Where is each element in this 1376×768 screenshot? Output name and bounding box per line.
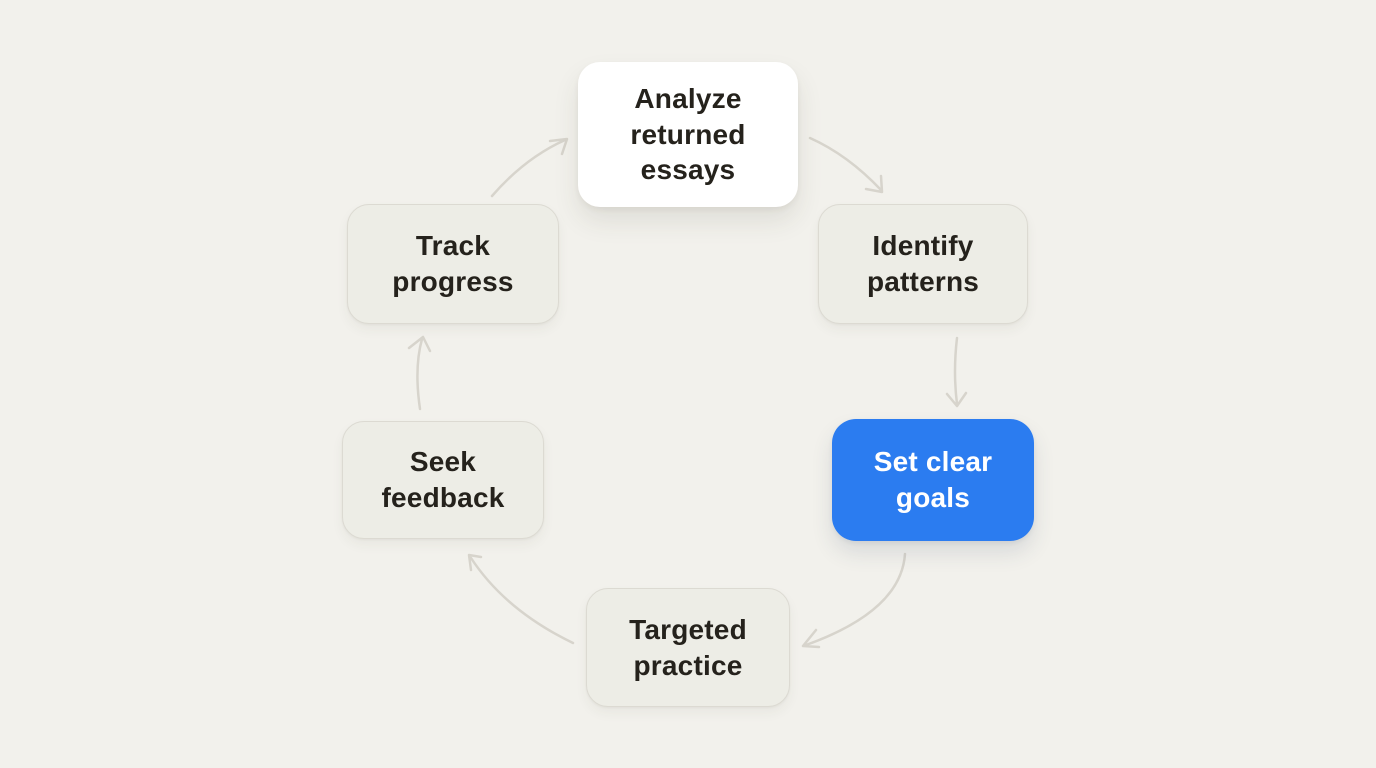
arrow-track-to-analyze <box>490 137 569 198</box>
node-identify-patterns: Identify patterns <box>818 204 1028 324</box>
node-seek-label: Seek feedback <box>381 446 505 513</box>
arrow-identify-to-setgoals <box>945 336 968 408</box>
node-targeted-label: Targeted practice <box>629 613 747 681</box>
node-set-clear-goals-active: Set clear goals <box>832 419 1034 541</box>
node-analyze-label: Analyze returned essays <box>630 83 746 186</box>
arrow-analyze-to-identify <box>808 136 884 194</box>
arrow-seek-to-track <box>407 335 432 411</box>
node-seek-feedback: Seek feedback <box>342 421 544 539</box>
node-track-progress: Track progress <box>347 204 559 324</box>
node-track-label: Track progress <box>392 230 514 297</box>
arrow-setgoals-to-targeted <box>801 552 907 649</box>
node-identify-label: Identify patterns <box>866 230 980 297</box>
node-targeted-practice: Targeted practice <box>586 588 790 707</box>
node-analyze-returned-essays: Analyze returned essays <box>578 62 798 207</box>
node-setgoals-label: Set clear goals <box>873 446 993 513</box>
arrow-targeted-to-seek <box>467 553 575 645</box>
